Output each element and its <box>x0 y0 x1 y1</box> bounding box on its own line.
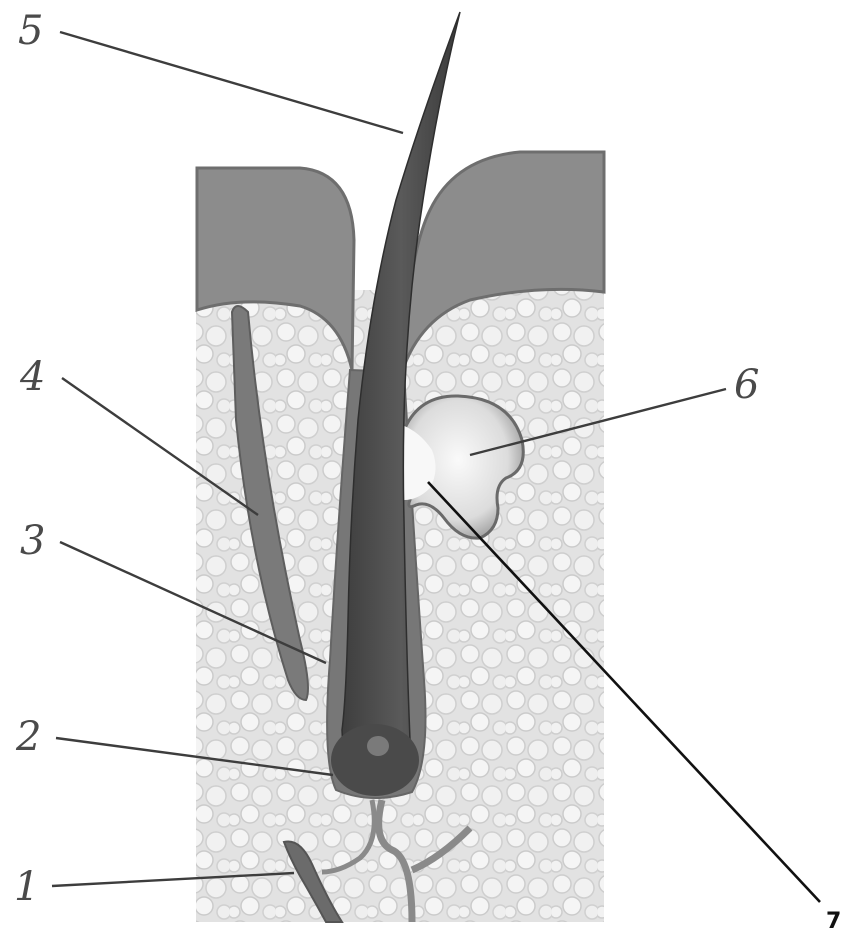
hair-bulb <box>331 724 419 796</box>
label-7: 7 <box>826 909 841 933</box>
label-2: 2 <box>15 714 41 760</box>
label-4: 4 <box>19 354 45 400</box>
label-1: 1 <box>14 864 39 910</box>
label-5: 5 <box>18 8 43 54</box>
dermal-papilla <box>367 736 389 756</box>
leader-line-5 <box>60 32 403 133</box>
label-3: 3 <box>20 518 45 564</box>
label-6: 6 <box>734 362 759 408</box>
